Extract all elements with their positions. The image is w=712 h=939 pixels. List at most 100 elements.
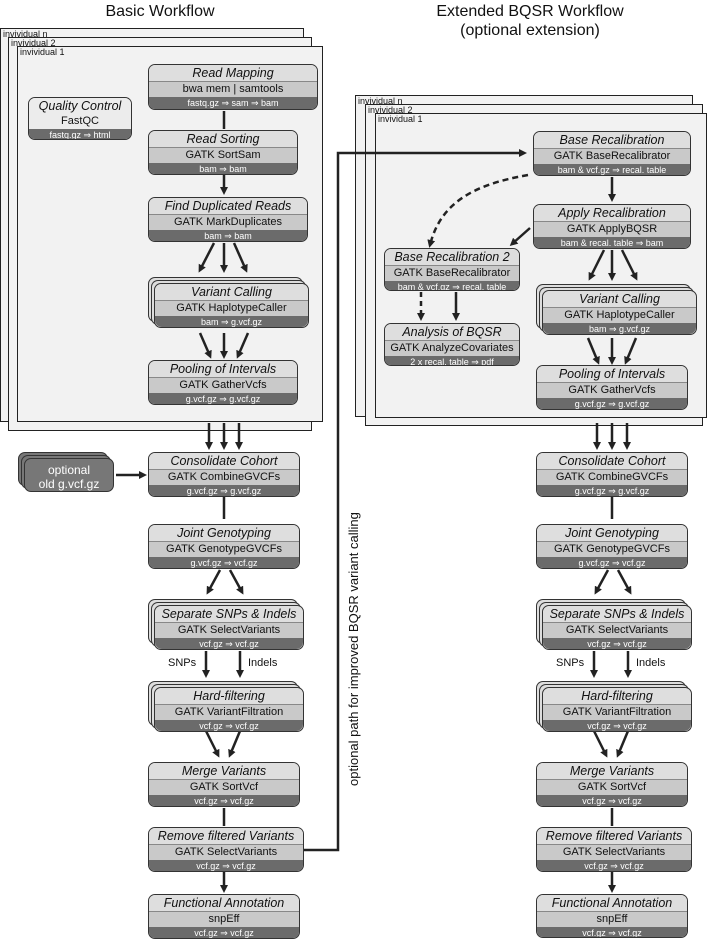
box-tool: GATK SelectVariants bbox=[543, 623, 691, 638]
box-title: Quality Control bbox=[29, 98, 131, 114]
joint-genotyping-box[interactable]: Joint Genotyping GATK GenotypeGVCFs g.vc… bbox=[148, 524, 300, 569]
box-title: Hard-filtering bbox=[543, 688, 691, 705]
panel-label: invividual 2 bbox=[11, 38, 56, 48]
old-gvcf-label: old g.vcf.gz bbox=[38, 477, 100, 491]
box-title: Base Recalibration bbox=[534, 132, 690, 149]
ext-remove-filtered-box[interactable]: Remove filtered Variants GATK SelectVari… bbox=[536, 827, 692, 872]
ext-separate-snps-indels-box[interactable]: Separate SNPs & Indels GATK SelectVarian… bbox=[542, 605, 692, 650]
box-tool: GATK SortVcf bbox=[149, 780, 299, 795]
box-io: 2 x recal. table ⇒ pdf bbox=[385, 356, 519, 365]
pooling-intervals-box[interactable]: Pooling of Intervals GATK GatherVcfs g.v… bbox=[148, 360, 298, 405]
box-tool: bwa mem | samtools bbox=[149, 82, 317, 97]
base-recalibration-box[interactable]: Base Recalibration GATK BaseRecalibrator… bbox=[533, 131, 691, 176]
box-tool: GATK GenotypeGVCFs bbox=[149, 542, 299, 557]
functional-annotation-box[interactable]: Functional Annotation snpEff vcf.gz ⇒ vc… bbox=[148, 894, 300, 939]
box-tool: GATK HaplotypeCaller bbox=[543, 308, 696, 323]
box-io: vcf.gz ⇒ vcf.gz bbox=[537, 927, 687, 937]
box-title: Variant Calling bbox=[543, 291, 696, 308]
base-recalibration-2-box[interactable]: Base Recalibration 2 GATK BaseRecalibrat… bbox=[384, 248, 520, 291]
box-tool: GATK SelectVariants bbox=[155, 623, 303, 638]
box-io: vcf.gz ⇒ vcf.gz bbox=[149, 860, 303, 871]
box-io: g.vcf.gz ⇒ vcf.gz bbox=[537, 557, 687, 568]
box-io: vcf.gz ⇒ vcf.gz bbox=[543, 638, 691, 649]
panel-label: invividual 2 bbox=[368, 105, 413, 115]
box-title: Base Recalibration 2 bbox=[385, 249, 519, 266]
ext-joint-genotyping-box[interactable]: Joint Genotyping GATK GenotypeGVCFs g.vc… bbox=[536, 524, 688, 569]
box-io: bam & vcf.gz ⇒ recal. table bbox=[385, 281, 519, 290]
box-io: g.vcf.gz ⇒ g.vcf.gz bbox=[537, 485, 687, 496]
box-tool: FastQC bbox=[29, 114, 131, 129]
ext-hard-filtering-box[interactable]: Hard-filtering GATK VariantFiltration vc… bbox=[542, 687, 692, 732]
apply-recalibration-box[interactable]: Apply Recalibration GATK ApplyBQSR bam &… bbox=[533, 204, 691, 249]
box-tool: GATK ApplyBQSR bbox=[534, 222, 690, 237]
ext-snps-label: SNPs bbox=[556, 657, 585, 669]
remove-filtered-box[interactable]: Remove filtered Variants GATK SelectVari… bbox=[148, 827, 304, 872]
box-io: vcf.gz ⇒ vcf.gz bbox=[155, 720, 303, 731]
box-title: Read Sorting bbox=[149, 131, 297, 148]
box-io: bam & vcf.gz ⇒ recal. table bbox=[534, 164, 690, 175]
box-tool: GATK VariantFiltration bbox=[543, 705, 691, 720]
box-tool: GATK SelectVariants bbox=[537, 845, 691, 860]
optional-old-gvcf-box[interactable]: optional old g.vcf.gz bbox=[24, 458, 114, 492]
hard-filtering-box[interactable]: Hard-filtering GATK VariantFiltration vc… bbox=[154, 687, 304, 732]
box-title: Variant Calling bbox=[155, 284, 308, 301]
box-title: Joint Genotyping bbox=[149, 525, 299, 542]
panel-label: invividual 1 bbox=[378, 114, 423, 124]
box-io: vcf.gz ⇒ vcf.gz bbox=[537, 860, 691, 871]
optional-path-label: optional path for improved BQSR variant … bbox=[346, 512, 361, 786]
box-tool: GATK SortSam bbox=[149, 148, 297, 163]
box-title: Separate SNPs & Indels bbox=[155, 606, 303, 623]
box-tool: GATK AnalyzeCovariates bbox=[385, 341, 519, 356]
ext-consolidate-cohort-box[interactable]: Consolidate Cohort GATK CombineGVCFs g.v… bbox=[536, 452, 688, 497]
box-title: Analysis of BQSR bbox=[385, 324, 519, 341]
box-io: fastq.gz ⇒ sam ⇒ bam bbox=[149, 97, 317, 109]
snps-label: SNPs bbox=[168, 657, 197, 669]
read-sorting-box[interactable]: Read Sorting GATK SortSam bam ⇒ bam bbox=[148, 130, 298, 175]
box-io: g.vcf.gz ⇒ g.vcf.gz bbox=[149, 485, 299, 496]
find-duplicates-box[interactable]: Find Duplicated Reads GATK MarkDuplicate… bbox=[148, 197, 308, 242]
box-title: Remove filtered Variants bbox=[149, 828, 303, 845]
box-tool: GATK GenotypeGVCFs bbox=[537, 542, 687, 557]
box-title: Consolidate Cohort bbox=[149, 453, 299, 470]
box-tool: GATK CombineGVCFs bbox=[537, 470, 687, 485]
box-io: g.vcf.gz ⇒ vcf.gz bbox=[149, 557, 299, 568]
box-io: bam ⇒ g.vcf.gz bbox=[155, 316, 308, 327]
box-title: Merge Variants bbox=[537, 763, 687, 780]
box-io: bam ⇒ bam bbox=[149, 230, 307, 241]
extended-title-line2: (optional extension) bbox=[460, 22, 600, 39]
separate-snps-indels-box[interactable]: Separate SNPs & Indels GATK SelectVarian… bbox=[154, 605, 304, 650]
box-io: bam ⇒ g.vcf.gz bbox=[543, 323, 696, 334]
ext-pooling-intervals-box[interactable]: Pooling of Intervals GATK GatherVcfs g.v… bbox=[536, 365, 688, 410]
box-io: g.vcf.gz ⇒ g.vcf.gz bbox=[537, 398, 687, 409]
box-tool: GATK MarkDuplicates bbox=[149, 215, 307, 230]
box-title: Pooling of Intervals bbox=[149, 361, 297, 378]
quality-control-box[interactable]: Quality Control FastQC fastq.gz ⇒ html bbox=[28, 97, 132, 140]
box-io: vcf.gz ⇒ vcf.gz bbox=[149, 927, 299, 938]
box-title: Separate SNPs & Indels bbox=[543, 606, 691, 623]
box-title: Pooling of Intervals bbox=[537, 366, 687, 383]
box-title: Find Duplicated Reads bbox=[149, 198, 307, 215]
box-title: Remove filtered Variants bbox=[537, 828, 691, 845]
box-tool: GATK SelectVariants bbox=[149, 845, 303, 860]
box-title: Functional Annotation bbox=[537, 895, 687, 912]
ext-merge-variants-box[interactable]: Merge Variants GATK SortVcf vcf.gz ⇒ vcf… bbox=[536, 762, 688, 807]
variant-calling-box[interactable]: Variant Calling GATK HaplotypeCaller bam… bbox=[154, 283, 309, 328]
panel-label: invividual n bbox=[3, 29, 48, 39]
ext-indels-label: Indels bbox=[636, 657, 666, 669]
box-io: vcf.gz ⇒ vcf.gz bbox=[155, 638, 303, 649]
box-title: Hard-filtering bbox=[155, 688, 303, 705]
read-mapping-box[interactable]: Read Mapping bwa mem | samtools fastq.gz… bbox=[148, 64, 318, 110]
consolidate-cohort-box[interactable]: Consolidate Cohort GATK CombineGVCFs g.v… bbox=[148, 452, 300, 497]
box-io: vcf.gz ⇒ vcf.gz bbox=[537, 795, 687, 806]
analysis-bqsr-box[interactable]: Analysis of BQSR GATK AnalyzeCovariates … bbox=[384, 323, 520, 366]
box-io: fastq.gz ⇒ html bbox=[29, 129, 131, 139]
merge-variants-box[interactable]: Merge Variants GATK SortVcf vcf.gz ⇒ vcf… bbox=[148, 762, 300, 807]
basic-workflow-title: Basic Workflow bbox=[105, 3, 215, 20]
box-title: Joint Genotyping bbox=[537, 525, 687, 542]
box-tool: GATK SortVcf bbox=[537, 780, 687, 795]
box-tool: GATK CombineGVCFs bbox=[149, 470, 299, 485]
box-io: vcf.gz ⇒ vcf.gz bbox=[149, 795, 299, 806]
ext-variant-calling-box[interactable]: Variant Calling GATK HaplotypeCaller bam… bbox=[542, 290, 697, 335]
ext-functional-annotation-box[interactable]: Functional Annotation snpEff vcf.gz ⇒ vc… bbox=[536, 894, 688, 938]
